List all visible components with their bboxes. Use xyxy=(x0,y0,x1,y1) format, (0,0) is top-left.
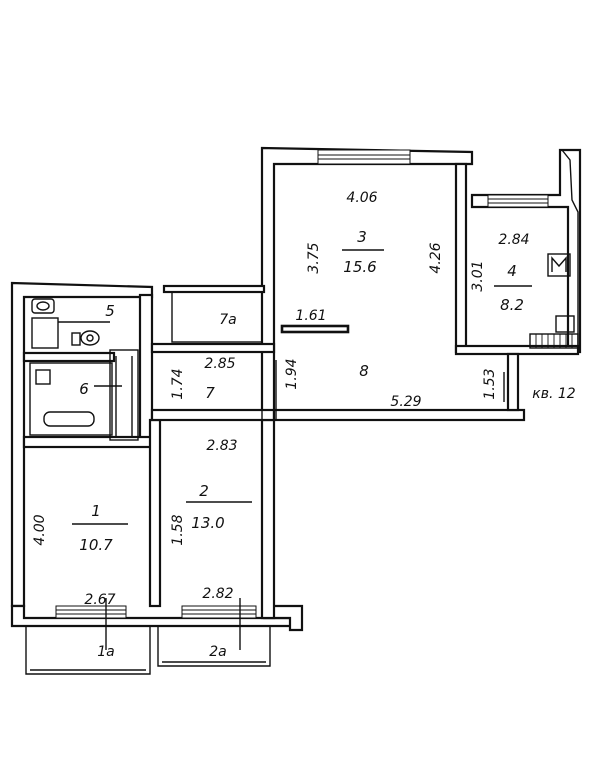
dim-storage: 7a xyxy=(219,312,237,328)
fixture-room4-corner xyxy=(555,315,575,333)
dim-corridor-285: 2.85 xyxy=(204,356,235,372)
wall-room3-4 xyxy=(454,162,468,354)
outer-wall-bottom-left xyxy=(10,604,302,628)
room-7-number: 7 xyxy=(205,384,215,402)
window-room1 xyxy=(55,605,127,619)
wall-hall-right xyxy=(506,352,520,412)
wall-rooms-1-2 xyxy=(148,418,162,608)
dim-room2-top: 2.83 xyxy=(206,438,237,454)
dim-hall-161: 1.61 xyxy=(295,308,326,324)
wall-bath-bottom xyxy=(22,435,154,449)
partition-room3-hall xyxy=(280,324,350,334)
toilet-icon xyxy=(71,330,100,346)
bathtub-icon xyxy=(29,362,113,436)
room-4-number: 4 xyxy=(507,262,517,280)
room-2-number: 2 xyxy=(199,482,209,500)
storage-7a xyxy=(171,289,263,343)
dim-hall-529: 5.29 xyxy=(390,394,421,410)
room-3-area: 15.6 xyxy=(343,258,376,276)
dim-room1-bottom: 2.67 xyxy=(84,592,115,608)
dim-room4-left: 3.01 xyxy=(470,260,486,291)
window-room2 xyxy=(181,605,257,619)
room-8-number: 8 xyxy=(359,362,369,380)
sink-icon xyxy=(31,298,55,314)
dim-room2-left: 1.58 xyxy=(170,514,186,545)
window-room3 xyxy=(317,149,411,165)
room-5-number: 5 xyxy=(105,302,115,320)
dim-corridor-174: 1.74 xyxy=(170,368,186,399)
dim-hall-153: 1.53 xyxy=(482,368,498,399)
balcony-2 xyxy=(157,598,271,667)
wall-room2-right xyxy=(260,418,276,620)
dim-room4-top: 2.84 xyxy=(498,232,529,248)
dim-hall-194: 1.94 xyxy=(284,358,300,389)
outer-wall-room4 xyxy=(470,148,582,354)
wall-corridor-bottom xyxy=(150,408,276,422)
room-3-number: 3 xyxy=(357,228,367,246)
wall-bath-divider xyxy=(22,351,116,363)
fixture-block-5 xyxy=(31,317,59,349)
dim-room1-left: 4.00 xyxy=(32,514,48,545)
loggia-outline xyxy=(561,149,579,352)
wall-hall-bottom xyxy=(272,408,526,422)
room-4-area: 8.2 xyxy=(500,296,524,314)
window-room4 xyxy=(487,194,549,208)
balcony-1 xyxy=(25,598,151,675)
radiator-icon xyxy=(529,333,579,349)
dim-balcony-1: 1a xyxy=(97,644,115,660)
dim-room3-top: 4.06 xyxy=(346,190,377,206)
dim-room3-right: 4.26 xyxy=(428,242,444,273)
dim-balcony-2: 2a xyxy=(209,644,227,660)
room-2-area: 13.0 xyxy=(191,514,224,532)
room-1-area: 10.7 xyxy=(79,536,113,554)
room-6-number: 6 xyxy=(79,380,89,398)
room-1-number: 1 xyxy=(91,502,101,520)
washer-icon xyxy=(109,349,139,441)
dim-room3-left: 3.75 xyxy=(306,242,322,273)
apartment-label: кв. 12 xyxy=(532,386,576,402)
wall-corridor-top xyxy=(150,342,276,354)
dim-room2-bottom: 2.82 xyxy=(202,586,233,602)
wall-storage xyxy=(162,284,266,294)
stove-icon xyxy=(547,253,571,277)
